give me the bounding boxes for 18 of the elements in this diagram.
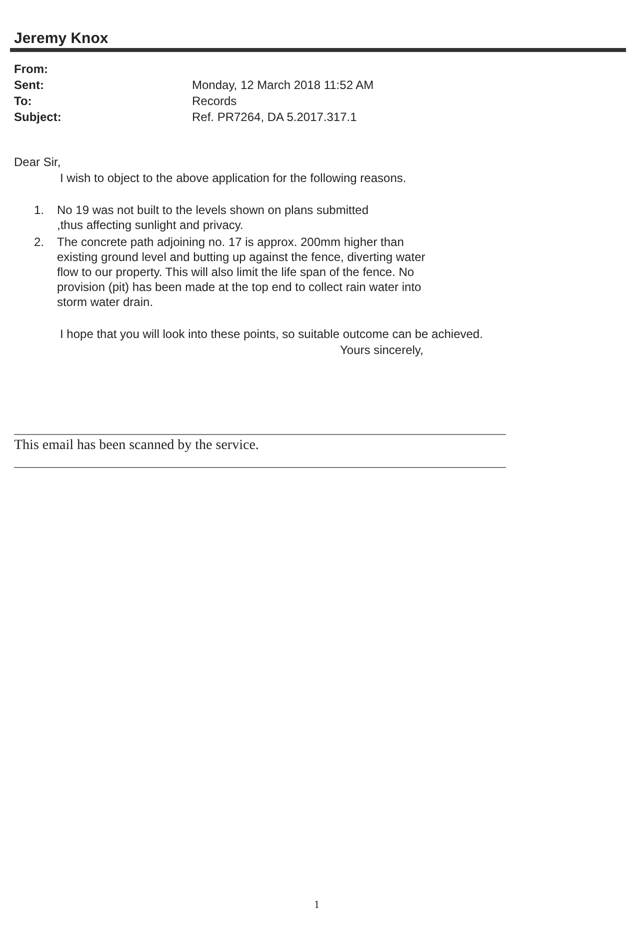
closing-sentence: I hope that you will look into these points, so suitable outcome can be achieved. [60,327,483,342]
page-number: 1 [314,898,320,913]
list-number: 1. [34,203,44,218]
salutation: Dear Sir, [14,155,61,170]
subject-field-label: Subject: [14,110,62,125]
scan-notice: This email has been scanned by the service. [14,438,259,453]
sent-field-label: Sent: [14,78,44,93]
opening-sentence: I wish to object to the above application for the following reasons. [60,171,406,186]
list-number: 2. [34,235,44,250]
to-field-label: To: [14,94,32,109]
subject-reference: Ref. PR7264, DA 5.2017.317.1 [192,110,357,125]
sent-date: Monday, 12 March 2018 11:52 AM [192,78,374,93]
sign-off: Yours sincerely, [340,343,424,358]
from-field-label: From: [14,62,48,77]
recipient-name: Records [192,94,237,109]
sender-name-heading: Jeremy Knox [14,30,108,48]
list-item-text: The concrete path adjoining no. 17 is approx. 200mm higher than existing ground level and butting up against the fence, diverting water flow to our property. This will also limit the life span of the fence. No provision (pit) has been made at the top end to collect rain water into storm water drain. [57,235,426,310]
list-item-text: No 19 was not built to the levels shown on plans submitted ,thus affecting sunlight and privacy. [57,203,370,233]
